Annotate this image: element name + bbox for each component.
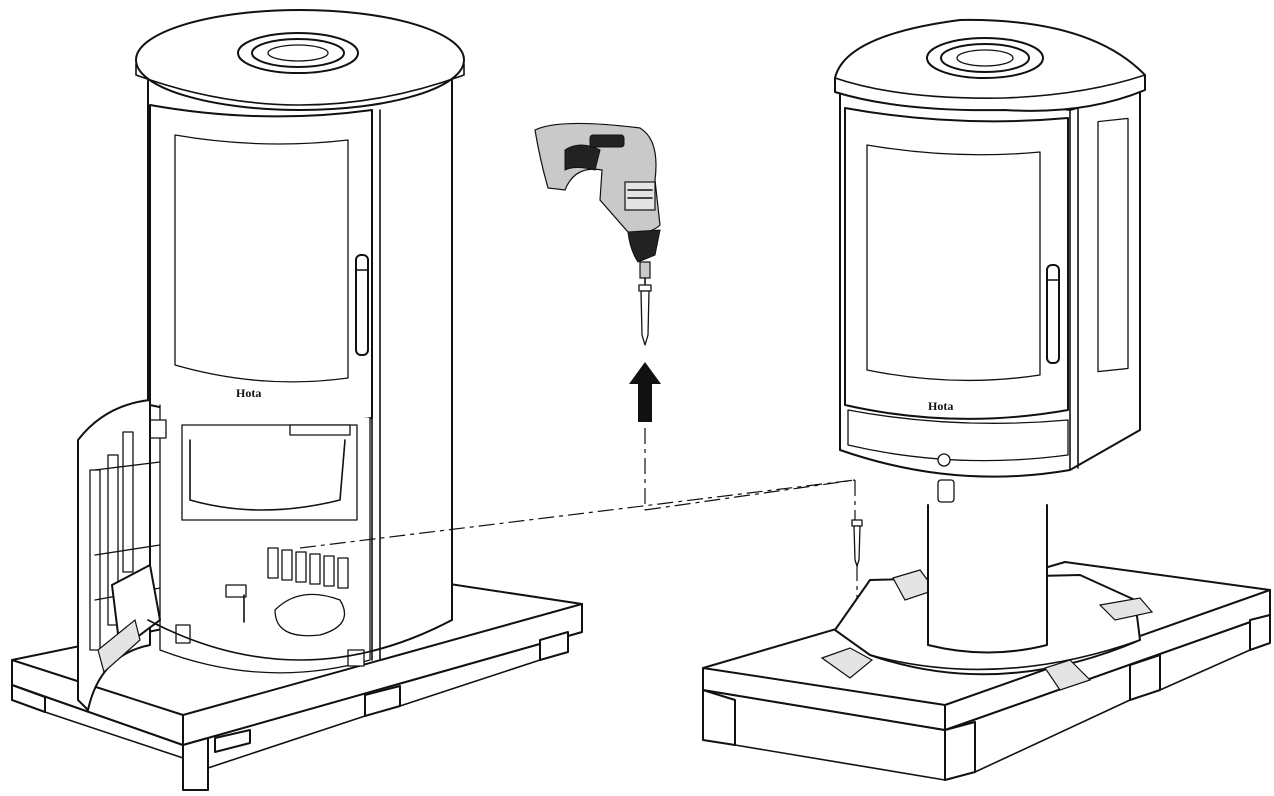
up-arrow-icon — [629, 362, 661, 422]
left-stove: Hota — [77, 9, 465, 711]
flue-collar-left — [237, 32, 359, 74]
screw-icon — [851, 519, 863, 567]
power-drill-icon — [534, 122, 661, 285]
left-stove-door: Hota — [149, 104, 373, 423]
brand-label: Hota — [928, 399, 953, 413]
right-stove-door: Hota — [844, 107, 1069, 420]
flue-collar-right — [926, 37, 1044, 79]
storage-door-open — [77, 399, 161, 711]
grate-bars — [267, 547, 349, 589]
brand-label: Hota — [236, 386, 261, 400]
screw-icon — [638, 284, 652, 346]
left-stove-interior — [149, 404, 371, 674]
right-stove: Hota — [820, 18, 1154, 691]
